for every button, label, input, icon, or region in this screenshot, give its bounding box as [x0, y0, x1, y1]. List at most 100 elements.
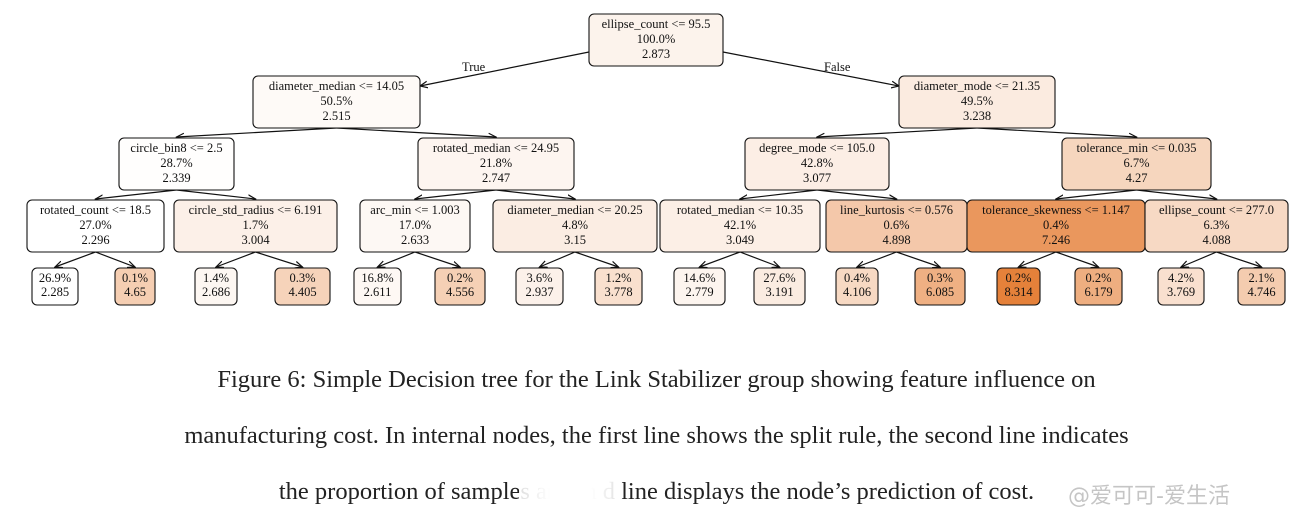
node-box [26, 199, 165, 253]
node-text-line: 27.0% [79, 218, 111, 232]
decision-tree-diagram: True False ellipse_count <= 95.5100.0%2.… [26, 13, 1289, 306]
leaf-node: 0.3%4.405 [274, 267, 331, 306]
node-text-line: 16.8% [361, 271, 393, 285]
node-text-line: 3.077 [803, 171, 831, 185]
node-box [1074, 267, 1123, 306]
node-box [753, 267, 806, 306]
edge-n11-l9 [700, 251, 741, 267]
node-text-line: 3.15 [564, 233, 586, 247]
node-text-line: 7.246 [1042, 233, 1070, 247]
caption-line-3: the proportion of samples and th d line … [278, 478, 1035, 505]
node-box [588, 13, 724, 67]
leaf-node: 4.2%3.769 [1157, 267, 1205, 306]
redaction-blur [519, 480, 622, 510]
node-box [898, 75, 1056, 129]
node-text-line: ellipse_count <= 95.5 [602, 17, 711, 31]
leaf-node: 0.1%4.65 [114, 267, 156, 306]
node-box [594, 267, 643, 306]
node-text-line: 2.937 [525, 285, 553, 299]
leaf-node: 26.9%2.285 [31, 267, 79, 306]
node-text-line: 2.285 [41, 285, 69, 299]
edge-n6-n13 [1056, 189, 1137, 199]
node-text-line: 14.6% [683, 271, 715, 285]
edge-n9-l6 [414, 251, 460, 267]
node-box [996, 267, 1041, 306]
node-text-line: 4.2% [1168, 271, 1194, 285]
node-text-line: 26.9% [39, 271, 71, 285]
node-text-line: 2.339 [162, 171, 190, 185]
edge-n5-n12 [816, 189, 897, 199]
node-text-line: 2.515 [322, 109, 350, 123]
node-box [673, 267, 726, 306]
node-text-line: rotated_count <= 18.5 [40, 203, 151, 217]
node-box [252, 75, 421, 129]
node-text-line: 4.746 [1247, 285, 1275, 299]
edge-n10-l7 [540, 251, 576, 267]
leaf-node: 0.3%6.085 [914, 267, 966, 306]
node-text-line: degree_mode <= 105.0 [759, 141, 875, 155]
edge-n13-l14 [1055, 251, 1099, 267]
node-box [173, 199, 338, 253]
node-text-line: 4.106 [843, 285, 871, 299]
node-text-line: 42.1% [724, 218, 756, 232]
split-node: ellipse_count <= 277.06.3%4.088 [1144, 199, 1289, 253]
node-text-line: 0.3% [289, 271, 315, 285]
node-text-line: 6.179 [1084, 285, 1112, 299]
leaf-node: 0.2%4.556 [434, 267, 486, 306]
edge-n13-l13 [1019, 251, 1057, 267]
leaf-node: 14.6%2.779 [673, 267, 726, 306]
node-text-line: ellipse_count <= 277.0 [1159, 203, 1274, 217]
node-text-line: 0.4% [844, 271, 870, 285]
edge-n2-n5 [817, 127, 978, 137]
leaf-node: 1.4%2.686 [194, 267, 238, 306]
node-text-line: 27.6% [763, 271, 795, 285]
leaf-node: 3.6%2.937 [515, 267, 564, 306]
node-box [914, 267, 966, 306]
node-text-line: 100.0% [637, 32, 676, 46]
leaf-node: 1.2%3.778 [594, 267, 643, 306]
node-box [1144, 199, 1289, 253]
node-box [1237, 267, 1286, 306]
node-text-line: 0.3% [927, 271, 953, 285]
edge-n7-l1 [55, 251, 96, 267]
edge-n14-l16 [1216, 251, 1262, 267]
node-text-line: 3.778 [604, 285, 632, 299]
edge-n4-n9 [415, 189, 497, 199]
node-text-line: 3.6% [526, 271, 552, 285]
edge-n12-l11 [857, 251, 897, 267]
node-box [274, 267, 331, 306]
leaf-node: 2.1%4.746 [1237, 267, 1286, 306]
node-box [515, 267, 564, 306]
edge-n2-n6 [976, 127, 1137, 137]
node-text-line: 1.4% [203, 271, 229, 285]
node-box [353, 267, 402, 306]
leaf-node: 16.8%2.611 [353, 267, 402, 306]
split-node: degree_mode <= 105.042.8%3.077 [744, 137, 890, 191]
figure-caption: Figure 6: Simple Decision tree for the L… [0, 352, 1313, 520]
edge-n5-n11 [740, 189, 818, 199]
edge-n3-n8 [176, 189, 256, 199]
node-text-line: 0.6% [883, 218, 909, 232]
node-text-line: tolerance_skewness <= 1.147 [982, 203, 1130, 217]
edge-n10-l8 [574, 251, 619, 267]
edge-n8-l3 [216, 251, 256, 267]
tree-edges [55, 51, 1262, 267]
node-text-line: rotated_median <= 10.35 [677, 203, 803, 217]
node-text-line: 4.405 [288, 285, 316, 299]
node-text-line: arc_min <= 1.003 [370, 203, 459, 217]
edge-n8-l4 [255, 251, 303, 267]
node-text-line: 2.686 [202, 285, 230, 299]
node-text-line: 2.611 [364, 285, 392, 299]
node-text-line: 6.7% [1123, 156, 1149, 170]
node-text-line: 42.8% [801, 156, 833, 170]
node-text-line: diameter_mode <= 21.35 [914, 79, 1040, 93]
edge-n1-n4 [336, 127, 497, 137]
edge-root-n2 [722, 51, 899, 86]
node-text-line: 3.769 [1167, 285, 1195, 299]
